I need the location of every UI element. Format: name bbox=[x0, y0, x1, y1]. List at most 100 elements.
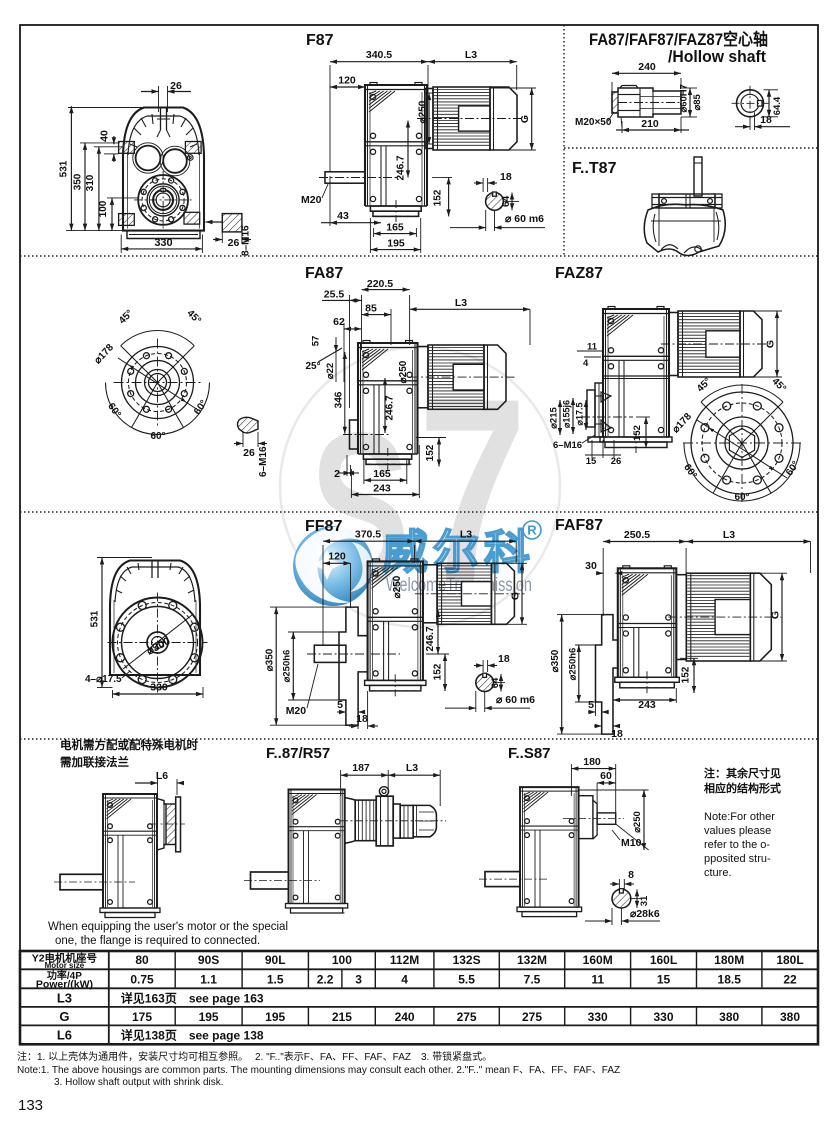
svg-text:346: 346 bbox=[333, 391, 344, 408]
svg-text:22: 22 bbox=[783, 972, 797, 986]
svg-text:330: 330 bbox=[150, 682, 168, 694]
svg-text:0.75: 0.75 bbox=[130, 972, 154, 986]
svg-text:246.7: 246.7 bbox=[385, 395, 396, 420]
svg-text:26: 26 bbox=[243, 447, 255, 459]
svg-text:243: 243 bbox=[638, 699, 656, 711]
svg-text:100: 100 bbox=[98, 200, 109, 217]
svg-text:60°: 60° bbox=[784, 459, 802, 478]
svg-text:6–M16: 6–M16 bbox=[553, 440, 582, 451]
svg-text:30: 30 bbox=[585, 560, 597, 572]
svg-text:one, the flange is required to: one, the flange is required to connected… bbox=[55, 935, 260, 947]
svg-text:57: 57 bbox=[311, 336, 322, 347]
svg-text:195: 195 bbox=[387, 238, 405, 250]
svg-text:M20×50: M20×50 bbox=[575, 117, 612, 128]
svg-text:M20: M20 bbox=[301, 194, 322, 206]
svg-text:M20: M20 bbox=[286, 705, 307, 717]
svg-text:370.5: 370.5 bbox=[355, 529, 381, 541]
svg-text:⌀17.5: ⌀17.5 bbox=[575, 403, 585, 426]
svg-text:246.7: 246.7 bbox=[396, 155, 407, 180]
svg-text:26: 26 bbox=[611, 456, 622, 467]
svg-text:⌀ 60 m6: ⌀ 60 m6 bbox=[505, 213, 544, 225]
svg-text:240: 240 bbox=[638, 61, 656, 73]
svg-text:4: 4 bbox=[583, 358, 589, 369]
svg-text:180: 180 bbox=[583, 756, 601, 768]
svg-text:180M: 180M bbox=[714, 953, 744, 967]
svg-text:275: 275 bbox=[522, 1010, 542, 1024]
svg-text:250.5: 250.5 bbox=[624, 529, 650, 541]
svg-text:350: 350 bbox=[72, 173, 83, 190]
svg-text:5: 5 bbox=[337, 699, 343, 711]
svg-text:4–⌀17.5: 4–⌀17.5 bbox=[85, 674, 122, 685]
svg-text:26: 26 bbox=[170, 80, 182, 92]
svg-text:详见138页 see page 138: 详见138页 see page 138 bbox=[121, 1027, 264, 1042]
svg-text:⌀178: ⌀178 bbox=[670, 411, 694, 435]
svg-text:⌀215: ⌀215 bbox=[549, 407, 560, 429]
svg-text:⌀155j6: ⌀155j6 bbox=[562, 400, 572, 428]
svg-text:⌀250: ⌀250 bbox=[398, 360, 409, 383]
svg-text:152: 152 bbox=[632, 425, 643, 441]
svg-text:R: R bbox=[527, 523, 537, 538]
svg-text:⌀85: ⌀85 bbox=[692, 93, 703, 110]
svg-text:11: 11 bbox=[591, 972, 604, 986]
svg-text:240: 240 bbox=[395, 1010, 415, 1024]
svg-text:120: 120 bbox=[338, 75, 356, 87]
svg-text:132M: 132M bbox=[517, 953, 547, 967]
svg-text:详见163页 see page 163: 详见163页 see page 163 bbox=[121, 990, 264, 1005]
svg-text:L3: L3 bbox=[406, 762, 418, 774]
svg-text:⌀250: ⌀250 bbox=[392, 575, 403, 598]
svg-text:160L: 160L bbox=[650, 953, 677, 967]
svg-text:⌀28k6: ⌀28k6 bbox=[630, 908, 660, 920]
svg-text:威尔科: 威尔科 bbox=[382, 526, 535, 578]
svg-text:175: 175 bbox=[132, 1010, 152, 1024]
svg-text:FF87: FF87 bbox=[305, 518, 342, 535]
svg-text:F87: F87 bbox=[306, 32, 334, 49]
svg-text:195: 195 bbox=[265, 1010, 285, 1024]
svg-text:4: 4 bbox=[401, 972, 408, 986]
svg-text:注：其余尺寸见: 注：其余尺寸见 bbox=[704, 766, 781, 780]
svg-text:2. "F.."表示F、FA、FF、FAF、FAZ 3. 带: 2. "F.."表示F、FA、FF、FAF、FAZ 3. 带锁紧盘式。 bbox=[255, 1050, 492, 1063]
svg-text:FA87: FA87 bbox=[305, 265, 343, 282]
svg-text:45°: 45° bbox=[185, 308, 203, 326]
svg-text:18: 18 bbox=[760, 114, 772, 126]
svg-text:⌀178: ⌀178 bbox=[92, 342, 116, 366]
svg-text:refer to the o-: refer to the o- bbox=[704, 839, 770, 851]
svg-text:220.5: 220.5 bbox=[367, 278, 393, 290]
svg-text:values please: values please bbox=[704, 825, 771, 837]
svg-text:60°: 60° bbox=[150, 431, 165, 442]
svg-text:31: 31 bbox=[639, 895, 650, 906]
svg-text:L3: L3 bbox=[57, 990, 72, 1005]
svg-text:⌀300: ⌀300 bbox=[145, 635, 173, 657]
svg-text:L3: L3 bbox=[465, 49, 477, 61]
svg-text:18: 18 bbox=[498, 653, 510, 665]
svg-text:330: 330 bbox=[154, 237, 172, 249]
svg-text:15: 15 bbox=[586, 456, 597, 467]
svg-text:⌀22: ⌀22 bbox=[325, 363, 336, 379]
svg-text:64: 64 bbox=[501, 195, 512, 207]
svg-text:When equipping the user's moto: When equipping the user's motor or the s… bbox=[48, 921, 288, 933]
svg-text:246.7: 246.7 bbox=[425, 626, 436, 651]
svg-text:⌀ 60 m6: ⌀ 60 m6 bbox=[496, 694, 535, 706]
svg-text:210: 210 bbox=[641, 118, 659, 130]
svg-text:Motor size: Motor size bbox=[45, 961, 85, 970]
svg-text:43: 43 bbox=[337, 210, 349, 222]
svg-text:⌀250h6: ⌀250h6 bbox=[567, 648, 578, 681]
svg-text:18: 18 bbox=[356, 713, 368, 725]
svg-text:85: 85 bbox=[365, 303, 377, 315]
svg-text:11: 11 bbox=[587, 342, 598, 353]
svg-text:G: G bbox=[765, 340, 777, 348]
svg-text:FAF87: FAF87 bbox=[555, 517, 603, 534]
svg-text:64: 64 bbox=[490, 677, 501, 688]
svg-text:187: 187 bbox=[352, 762, 370, 774]
svg-text:100: 100 bbox=[332, 953, 352, 967]
svg-text:3. Hollow shaft output with sh: 3. Hollow shaft output with shrink disk. bbox=[54, 1077, 224, 1088]
svg-text:340.5: 340.5 bbox=[366, 49, 392, 61]
svg-text:G: G bbox=[510, 592, 522, 600]
svg-text:相应的结构形式: 相应的结构形式 bbox=[704, 781, 781, 795]
svg-text:25°: 25° bbox=[305, 361, 320, 372]
svg-text:Y2电机机座号: Y2电机机座号 bbox=[32, 952, 97, 965]
svg-text:Note:For other: Note:For other bbox=[704, 811, 775, 823]
svg-text:Note:1. The above housings are: Note:1. The above housings are common pa… bbox=[17, 1065, 620, 1076]
svg-text:90S: 90S bbox=[198, 953, 219, 967]
svg-text:275: 275 bbox=[457, 1010, 477, 1024]
svg-text:40: 40 bbox=[99, 130, 111, 142]
